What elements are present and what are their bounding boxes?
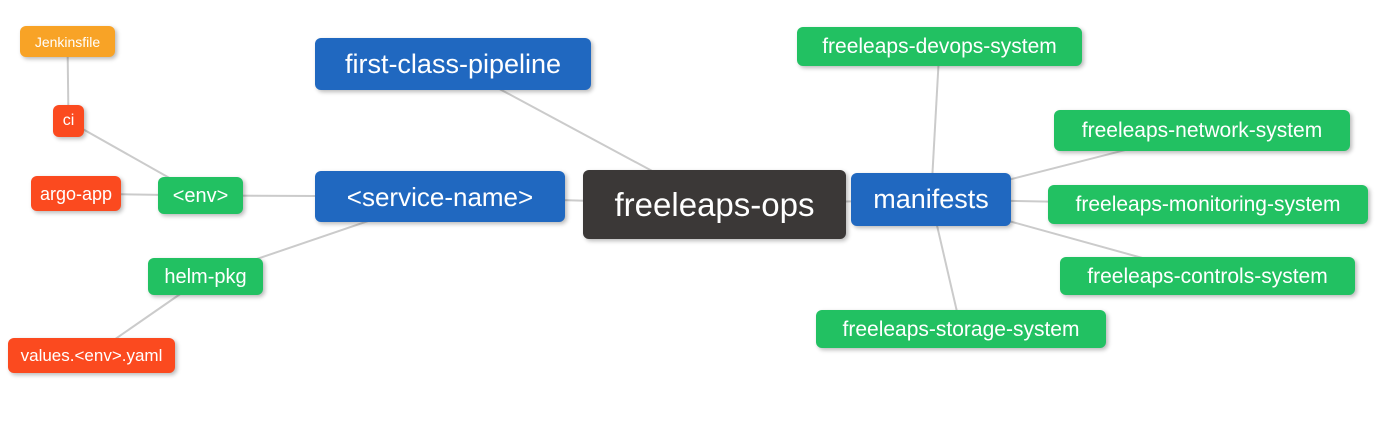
node-freeleaps-monitoring-system[interactable]: freeleaps-monitoring-system <box>1048 185 1368 224</box>
node-argo-app[interactable]: argo-app <box>31 176 121 211</box>
node-helm-pkg[interactable]: helm-pkg <box>148 258 263 295</box>
node-freeleaps-network-system[interactable]: freeleaps-network-system <box>1054 110 1350 151</box>
node-ci[interactable]: ci <box>53 105 84 137</box>
node-manifests[interactable]: manifests <box>851 173 1011 226</box>
node-freeleaps-controls-system[interactable]: freeleaps-controls-system <box>1060 257 1355 295</box>
node-jenkinsfile[interactable]: Jenkinsfile <box>20 26 115 57</box>
node-values-env-yaml[interactable]: values.<env>.yaml <box>8 338 175 373</box>
node-freeleaps-storage-system[interactable]: freeleaps-storage-system <box>816 310 1106 348</box>
node-first-class-pipeline[interactable]: first-class-pipeline <box>315 38 591 90</box>
node-service-name[interactable]: <service-name> <box>315 171 565 222</box>
node-freeleaps-devops-system[interactable]: freeleaps-devops-system <box>797 27 1082 66</box>
node-freeleaps-ops[interactable]: freeleaps-ops <box>583 170 846 239</box>
node-env[interactable]: <env> <box>158 177 243 214</box>
